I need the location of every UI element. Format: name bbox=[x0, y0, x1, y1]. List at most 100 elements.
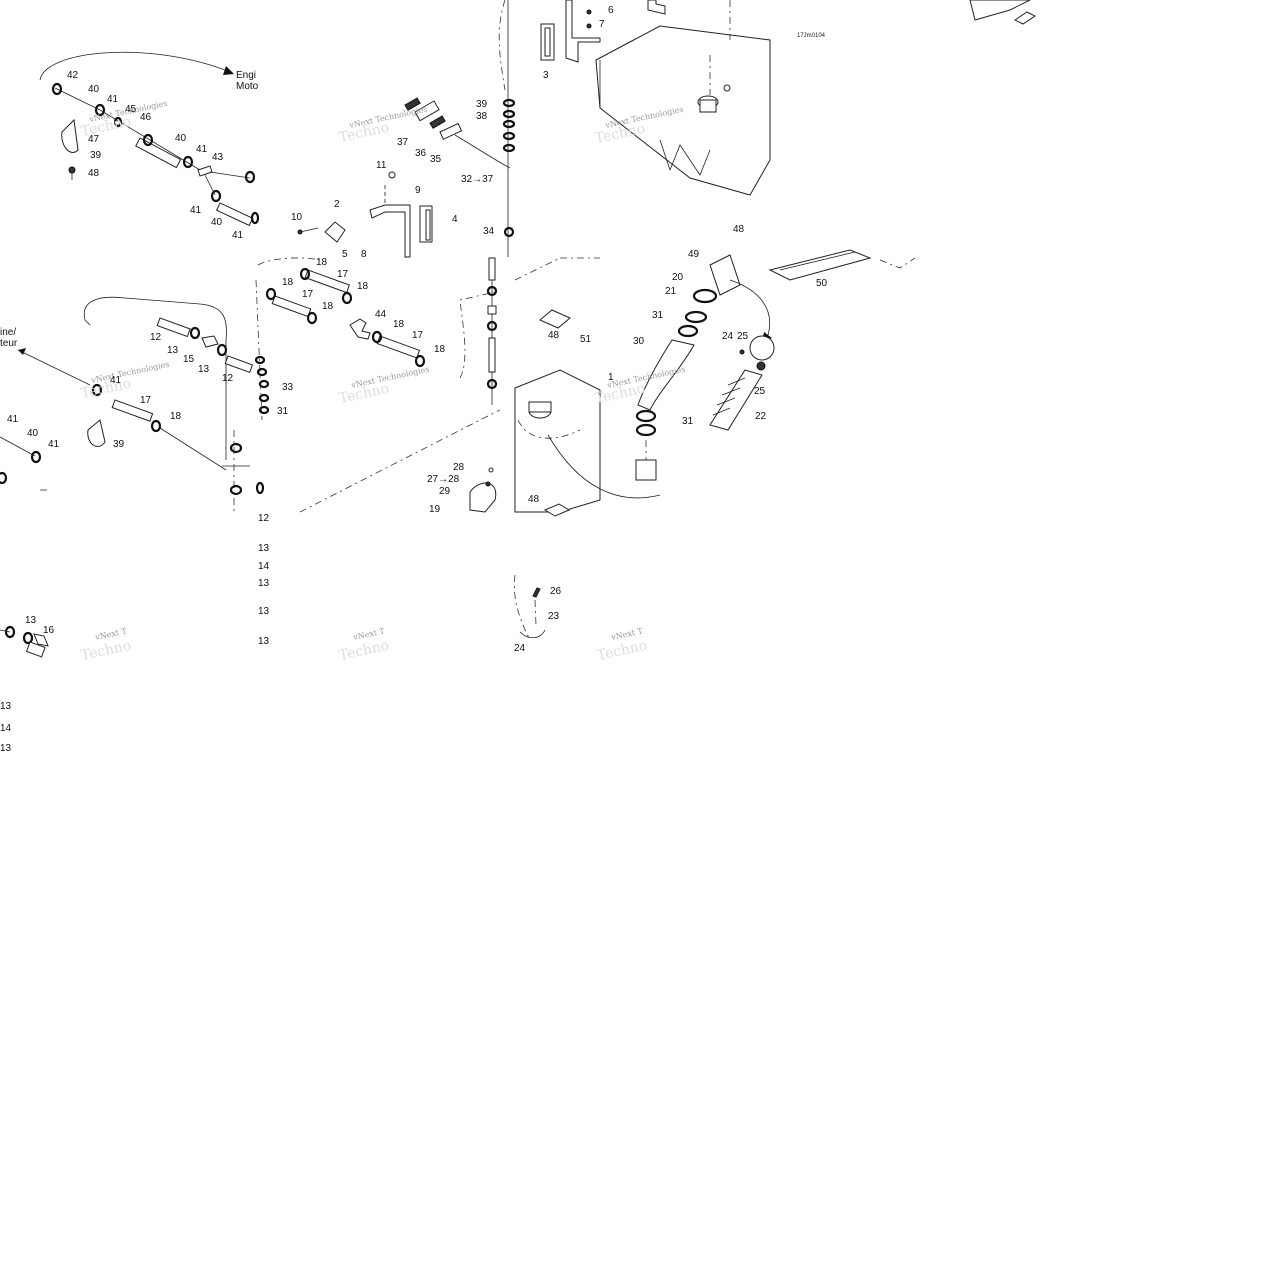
callout-30: 30 bbox=[633, 336, 645, 347]
callout-39: 39 bbox=[90, 150, 102, 161]
callout-3: 3 bbox=[543, 70, 549, 81]
tile-top-middle: Techno vNext Technologies 39 38 37 36 35… bbox=[291, 0, 516, 260]
tile-top-right: Techno vNext Technologies 6 7 3 17Jm0104 bbox=[540, 0, 1036, 196]
callout-47: 47 bbox=[88, 134, 100, 145]
engine-note-line2: Moto bbox=[236, 81, 259, 92]
callout-46: 46 bbox=[140, 112, 152, 123]
callout-21: 21 bbox=[665, 286, 677, 297]
callout-40: 40 bbox=[27, 428, 39, 439]
callout-13: 13 bbox=[258, 543, 270, 554]
callout-12: 12 bbox=[258, 513, 270, 524]
callout-38: 38 bbox=[476, 111, 488, 122]
tile-lower-center: 28 27→28 29 19 12 13 14 13 13 13 Techno … bbox=[222, 430, 497, 664]
callout-14: 14 bbox=[258, 561, 270, 572]
callout-15: 15 bbox=[183, 354, 195, 365]
callout-48: 48 bbox=[733, 224, 745, 235]
tile-middle-right: Techno vNext Technologies 48 49 20 21 50… bbox=[514, 224, 916, 517]
svg-text:Techno: Techno bbox=[80, 638, 133, 664]
callout-13: 13 bbox=[198, 364, 210, 375]
callout-16: 16 bbox=[43, 625, 55, 636]
callout-48: 48 bbox=[528, 494, 540, 505]
callout-51: 51 bbox=[580, 334, 592, 345]
callout-4: 4 bbox=[452, 214, 458, 225]
callout-31: 31 bbox=[277, 406, 289, 417]
callout-17: 17 bbox=[412, 330, 424, 341]
callout-41: 41 bbox=[107, 94, 119, 105]
callout-35: 35 bbox=[430, 154, 442, 165]
callout-24: 24 bbox=[514, 643, 526, 654]
callout-22: 22 bbox=[755, 411, 767, 422]
tile-lower-left: 13 16 Techno vNext T 13 14 13 bbox=[0, 615, 133, 754]
callout-17: 17 bbox=[337, 269, 349, 280]
callout-48: 48 bbox=[548, 330, 560, 341]
callout-18: 18 bbox=[434, 344, 446, 355]
callout-25: 25 bbox=[737, 331, 749, 342]
svg-text:Techno: Techno bbox=[596, 638, 649, 664]
callout-43: 43 bbox=[212, 152, 224, 163]
callout-23: 23 bbox=[548, 611, 560, 622]
grommet-stack bbox=[502, 98, 516, 238]
callout-10: 10 bbox=[291, 212, 303, 223]
callout-20: 20 bbox=[672, 272, 684, 283]
callout-44: 44 bbox=[375, 309, 387, 320]
engine-arrow-line bbox=[39, 51, 231, 81]
callout-41: 41 bbox=[232, 230, 244, 241]
callout-2: 2 bbox=[334, 199, 340, 210]
callout-33: 33 bbox=[282, 382, 294, 393]
connector-group bbox=[404, 97, 511, 169]
callout-24: 24 bbox=[722, 331, 734, 342]
callout-25: 25 bbox=[754, 386, 766, 397]
clip-column bbox=[222, 430, 265, 512]
callout-41: 41 bbox=[7, 414, 19, 425]
callout-41: 41 bbox=[110, 375, 122, 386]
callout-12: 12 bbox=[222, 373, 234, 384]
callout-19: 19 bbox=[429, 504, 441, 515]
engine-note-left-line2: teur bbox=[0, 338, 18, 349]
tile-top-left: Engi Moto Techno vNext Technologies 42 4… bbox=[39, 51, 260, 241]
callout-45: 45 bbox=[125, 104, 137, 115]
filler-neck bbox=[635, 254, 772, 481]
callout-31: 31 bbox=[652, 310, 664, 321]
callout-17: 17 bbox=[302, 289, 314, 300]
callout-11: 11 bbox=[376, 160, 387, 171]
callout-13: 13 bbox=[258, 578, 270, 589]
callout-18: 18 bbox=[170, 411, 182, 422]
engine-note: Engi Moto bbox=[236, 70, 259, 92]
engine-note-left-line1: ine/ bbox=[0, 327, 16, 338]
callout-41: 41 bbox=[48, 439, 60, 450]
callout-5: 5 bbox=[342, 249, 348, 260]
callout-18: 18 bbox=[316, 257, 328, 268]
watermark: vNext Technologies bbox=[350, 365, 431, 391]
callout-29: 29 bbox=[439, 486, 451, 497]
filler-cap bbox=[709, 335, 775, 431]
callout-28: 28 bbox=[453, 462, 465, 473]
tile-lower-right: 26 23 24 Techno vNext T bbox=[513, 574, 649, 664]
callout-13: 13 bbox=[167, 345, 179, 356]
callout-34: 34 bbox=[483, 226, 495, 237]
callout-50: 50 bbox=[816, 278, 828, 289]
callout-27-28: 27→28 bbox=[427, 474, 460, 485]
callout-39: 39 bbox=[113, 439, 125, 450]
callout-40: 40 bbox=[88, 84, 100, 95]
callout-49: 49 bbox=[688, 249, 700, 260]
callout-26: 26 bbox=[550, 586, 562, 597]
engine-note-left: ine/ teur bbox=[0, 327, 18, 349]
callout-13: 13 bbox=[0, 743, 12, 754]
callout-39: 39 bbox=[476, 99, 488, 110]
callout-36: 36 bbox=[415, 148, 427, 159]
engine-note-line1: Engi bbox=[236, 70, 256, 81]
callout-12: 12 bbox=[150, 332, 162, 343]
callout-8: 8 bbox=[361, 249, 367, 260]
callout-9: 9 bbox=[415, 185, 421, 196]
diagram-code: 17Jm0104 bbox=[797, 33, 826, 39]
callout-14: 14 bbox=[0, 723, 12, 734]
callout-32-37: 32→37 bbox=[461, 174, 494, 185]
callout-18: 18 bbox=[282, 277, 294, 288]
callout-17: 17 bbox=[140, 395, 152, 406]
tile-middle-left: Techno vNext Technologies ine/ teur 12 1… bbox=[0, 296, 254, 491]
callout-13: 13 bbox=[258, 636, 270, 647]
callout-7: 7 bbox=[599, 19, 605, 30]
callout-18: 18 bbox=[357, 281, 369, 292]
callout-40: 40 bbox=[175, 133, 187, 144]
